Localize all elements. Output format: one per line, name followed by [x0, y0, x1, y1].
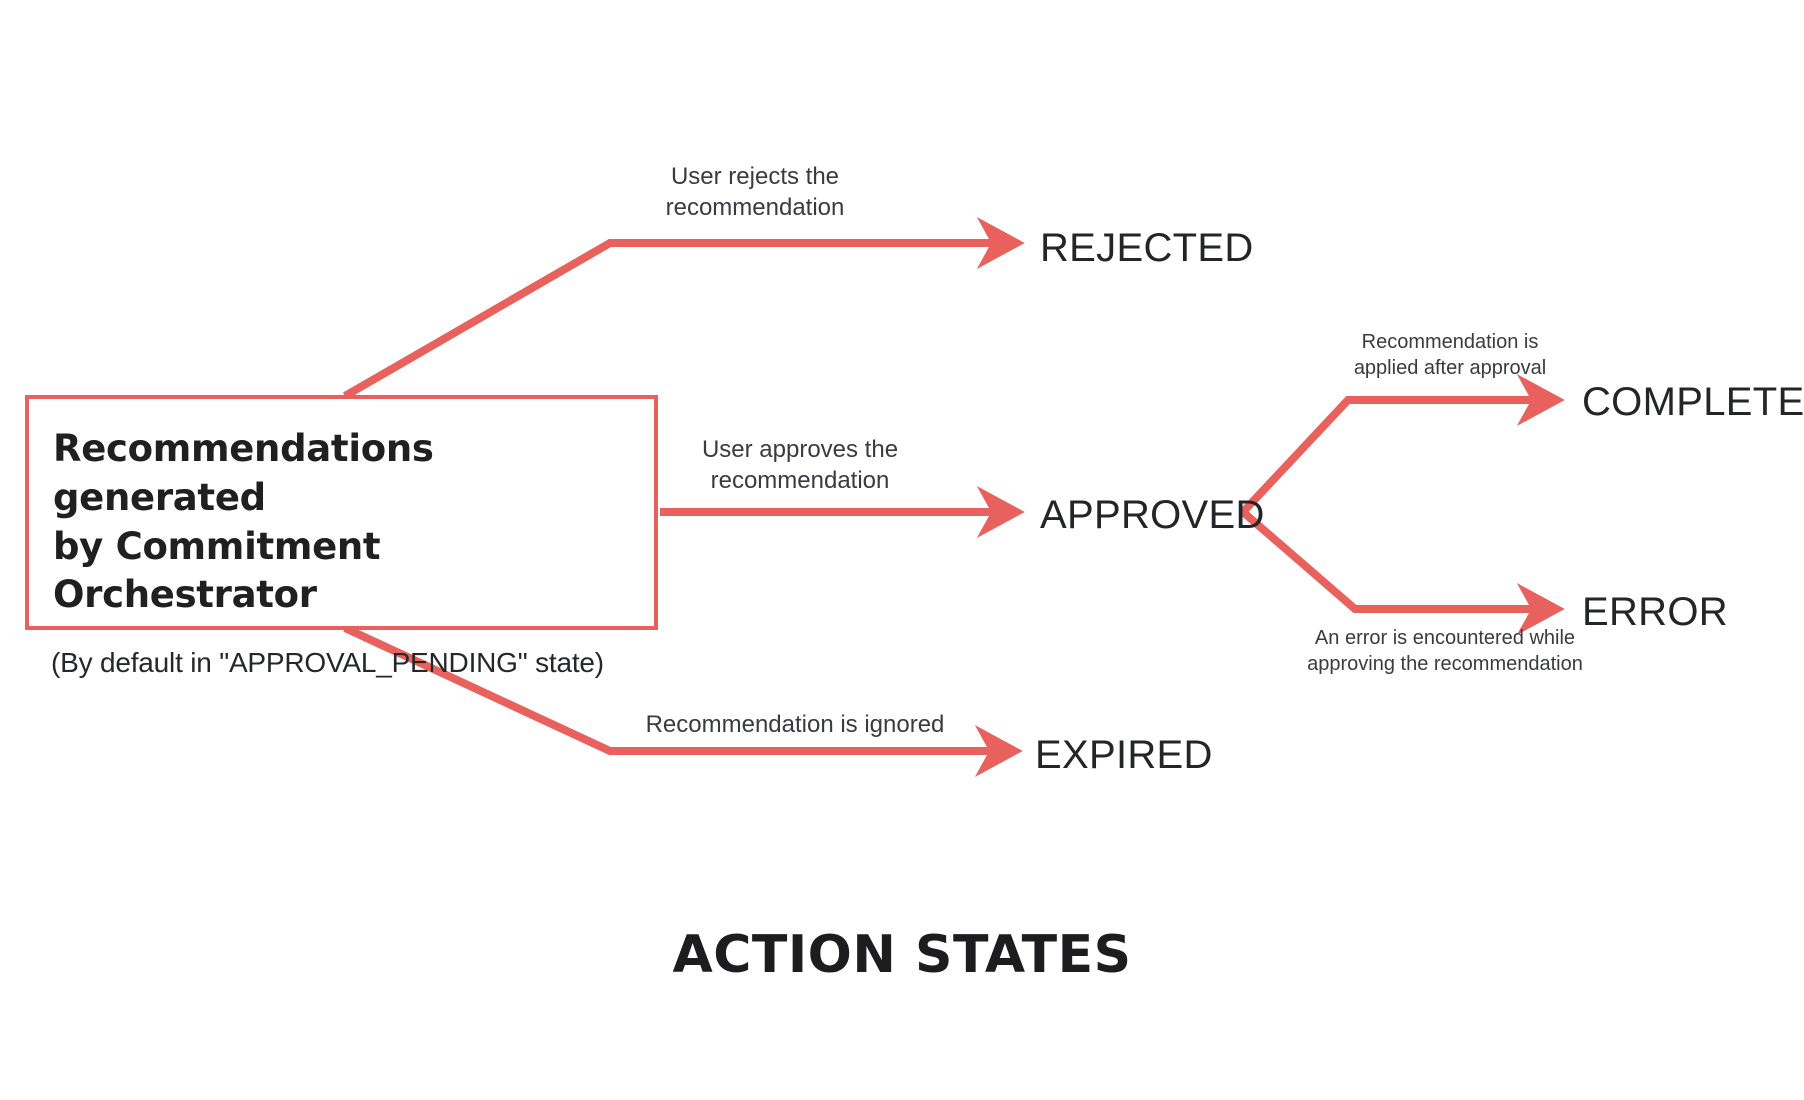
source-node-title-line1: Recommendations generated [53, 427, 434, 519]
state-label-expired: EXPIRED [1035, 733, 1213, 777]
source-node-box: Recommendations generated by Commitment … [25, 395, 658, 678]
state-label-approved: APPROVED [1040, 493, 1265, 537]
state-label-error: ERROR [1582, 590, 1728, 634]
source-node-title: Recommendations generated by Commitment … [43, 425, 640, 620]
edge-label-to-completed: Recommendation is applied after approval [1353, 331, 1547, 379]
edge-line-to-error [1240, 508, 1565, 635]
diagram-title: ACTION STATES [672, 925, 1132, 985]
edge-line-to-completed [1240, 374, 1565, 515]
edge-line-to-rejected [342, 217, 1025, 400]
source-node-subtitle: (By default in "APPROVAL_PENDING" state) [51, 647, 604, 679]
edge-label-to-rejected: User rejects the recommendation [665, 163, 845, 221]
state-label-completed: COMPLETED [1582, 380, 1804, 424]
state-label-rejected: REJECTED [1040, 226, 1254, 270]
source-node-title-line2: by Commitment Orchestrator [53, 524, 381, 617]
edge-label-to-error: An error is encountered while approving … [1307, 627, 1583, 675]
edge-label-to-approved: User approves the recommendation [701, 436, 899, 494]
edge-label-to-expired: Recommendation is ignored [645, 711, 945, 738]
